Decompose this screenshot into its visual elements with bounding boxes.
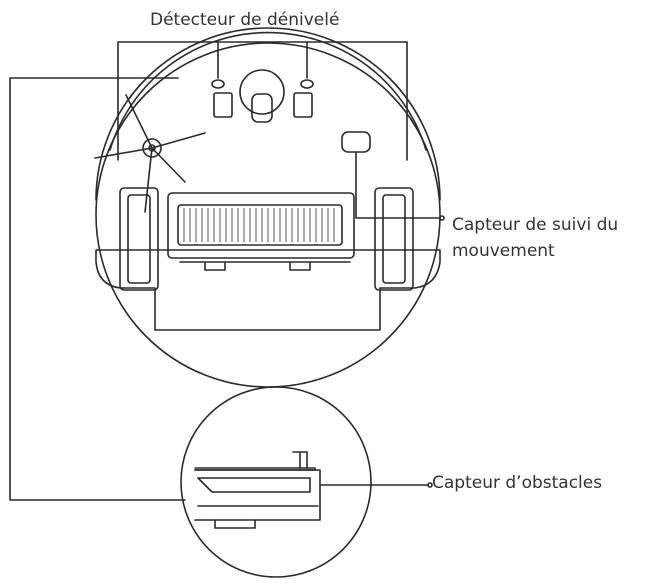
obstacle-sensor-window xyxy=(197,477,311,493)
caster-wheel-housing xyxy=(239,69,285,115)
front-bumper-arc xyxy=(95,27,441,201)
cliff-sensor-dot-left xyxy=(211,79,225,89)
main-brush-hatch xyxy=(183,208,335,242)
leader-dot-obstacle-sensor xyxy=(427,482,433,488)
main-brush-bristles xyxy=(183,208,335,242)
label-motion-line-2: mouvement xyxy=(452,241,555,261)
cliff-sensor-dot-right xyxy=(300,79,314,89)
cliff-sensor-window-right xyxy=(293,92,313,118)
label-obstacle-sensor: Capteur d’obstacles xyxy=(432,473,603,493)
side-brush-bristles xyxy=(94,94,206,213)
label-motion-tracking-sensor: Capteur de suivi du mouvement xyxy=(452,212,618,264)
brush-cover-tabs xyxy=(179,261,351,271)
robot-body-inner-rim xyxy=(109,31,427,151)
bumper-zoom-circle xyxy=(180,386,372,578)
leader-line-motion-sensor xyxy=(355,151,441,219)
bumper-zoom-side xyxy=(292,451,308,469)
brush-housing xyxy=(95,249,441,331)
label-cliff-sensor: Détecteur de dénivelé xyxy=(150,10,340,30)
motion-tracking-sensor xyxy=(341,131,371,153)
main-brush-roller xyxy=(177,204,343,246)
right-wheel xyxy=(374,187,414,291)
caster-wheel xyxy=(251,93,273,123)
bumper-zoom-profile xyxy=(194,469,321,521)
bumper-zoom-lower-edge xyxy=(197,505,319,529)
side-brush-hub xyxy=(142,138,162,158)
right-wheel-inner xyxy=(382,194,406,284)
cliff-sensor-window-left xyxy=(213,92,233,118)
leader-line-cliff-sensors xyxy=(117,41,408,161)
left-wheel-inner xyxy=(127,194,151,284)
left-wheel xyxy=(119,187,159,291)
label-motion-line-1: Capteur de suivi du xyxy=(452,215,619,235)
leader-dot-motion-sensor xyxy=(439,215,445,221)
main-brush-frame xyxy=(167,192,355,259)
leader-line-obstacle-sensor xyxy=(9,77,186,501)
